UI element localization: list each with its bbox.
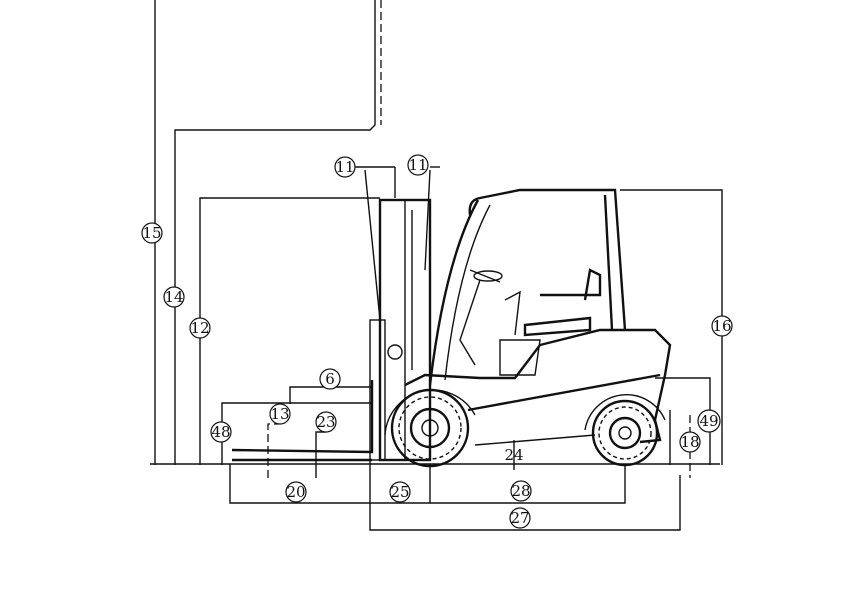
label-48: 48 [210, 421, 232, 443]
label-14: 14 [163, 286, 185, 308]
label-49: 49 [697, 409, 721, 433]
mast-and-forks [231, 169, 432, 462]
svg-text:24: 24 [504, 446, 523, 464]
label-23: 23 [315, 411, 337, 433]
svg-text:14: 14 [164, 288, 183, 306]
label-18: 18 [679, 431, 701, 453]
label-27: 27 [509, 507, 531, 529]
svg-text:15: 15 [142, 224, 161, 242]
label-12: 12 [189, 317, 211, 339]
svg-text:20: 20 [286, 483, 305, 501]
svg-text:11: 11 [335, 158, 354, 176]
svg-text:23: 23 [316, 413, 335, 431]
svg-text:28: 28 [511, 482, 530, 500]
label-20: 20 [285, 481, 307, 503]
label-11-right: 11 [407, 154, 429, 176]
svg-text:27: 27 [510, 509, 529, 527]
front-wheel [384, 388, 476, 468]
dimension-lines [150, 0, 723, 531]
truck-body [404, 188, 672, 446]
dimension-labels: 15 14 12 11 11 6 13 23 48 24 20 25 28 27… [141, 154, 733, 529]
label-25: 25 [389, 481, 411, 503]
svg-text:11: 11 [408, 156, 427, 174]
label-15: 15 [141, 222, 163, 244]
svg-text:16: 16 [712, 317, 731, 335]
svg-text:25: 25 [390, 483, 409, 501]
svg-text:49: 49 [699, 412, 718, 430]
label-11-left: 11 [334, 156, 356, 178]
svg-text:6: 6 [325, 370, 335, 388]
svg-text:18: 18 [680, 433, 699, 451]
rear-wheel [584, 394, 666, 467]
svg-text:13: 13 [270, 405, 289, 423]
svg-text:12: 12 [190, 319, 209, 337]
label-16: 16 [711, 315, 733, 337]
svg-text:48: 48 [211, 423, 230, 441]
label-24: 24 [504, 446, 523, 464]
label-13: 13 [269, 403, 291, 425]
label-6: 6 [319, 368, 341, 390]
label-28: 28 [510, 480, 532, 502]
